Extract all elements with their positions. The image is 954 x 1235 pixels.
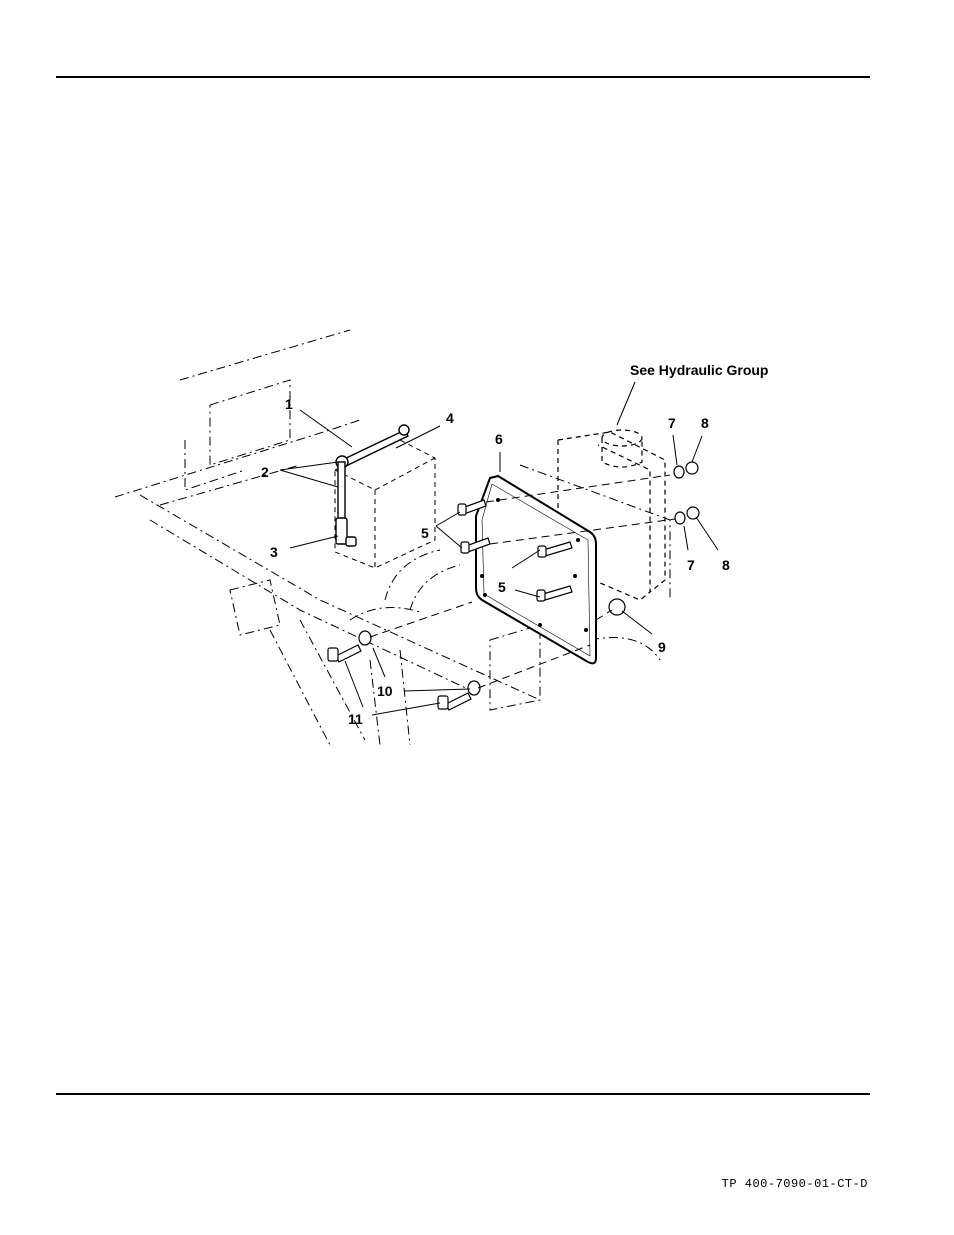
frame-wheel-arc <box>349 607 661 661</box>
plate-bolts <box>457 499 573 602</box>
frame-rail-lower <box>149 519 471 691</box>
hydraulic-tank <box>557 429 666 601</box>
callout-7-top: 7 <box>668 415 676 431</box>
callout-5a: 5 <box>421 525 429 541</box>
plate-holes <box>480 498 588 632</box>
callout-9: 9 <box>658 639 666 655</box>
callout-3: 3 <box>270 544 278 560</box>
callout-2: 2 <box>261 464 269 480</box>
callout-1: 1 <box>285 396 293 412</box>
callout-7-bottom: 7 <box>687 557 695 573</box>
frame-right-bracket <box>489 624 541 711</box>
frame-leg-right <box>369 649 411 746</box>
callout-6: 6 <box>495 431 503 447</box>
document-id: TP 400-7090-01-CT-D <box>721 1177 868 1191</box>
callout-11: 11 <box>348 711 363 727</box>
frame-bracket <box>209 379 291 466</box>
frame-right-rail <box>519 464 671 600</box>
reference-note-label: See Hydraulic Group <box>630 362 768 378</box>
frame-outline <box>114 419 361 506</box>
leader-lines <box>279 381 719 716</box>
mounting-plate <box>475 474 597 665</box>
frame-beam <box>229 579 281 636</box>
top-rule <box>56 76 870 78</box>
hardware <box>327 461 700 711</box>
callout-8-bottom: 8 <box>722 557 730 573</box>
frame-leg-left <box>269 619 366 746</box>
frame-rail-upper <box>139 494 541 701</box>
hold-down-clamp <box>335 424 410 547</box>
frame-left-member <box>179 329 351 491</box>
frame-center-arc <box>384 549 461 611</box>
callout-4: 4 <box>446 410 454 426</box>
battery-box <box>334 439 436 569</box>
callout-8-top: 8 <box>701 415 709 431</box>
bottom-rule <box>56 1093 870 1095</box>
callout-5b: 5 <box>498 579 506 595</box>
callout-10: 10 <box>377 683 393 699</box>
